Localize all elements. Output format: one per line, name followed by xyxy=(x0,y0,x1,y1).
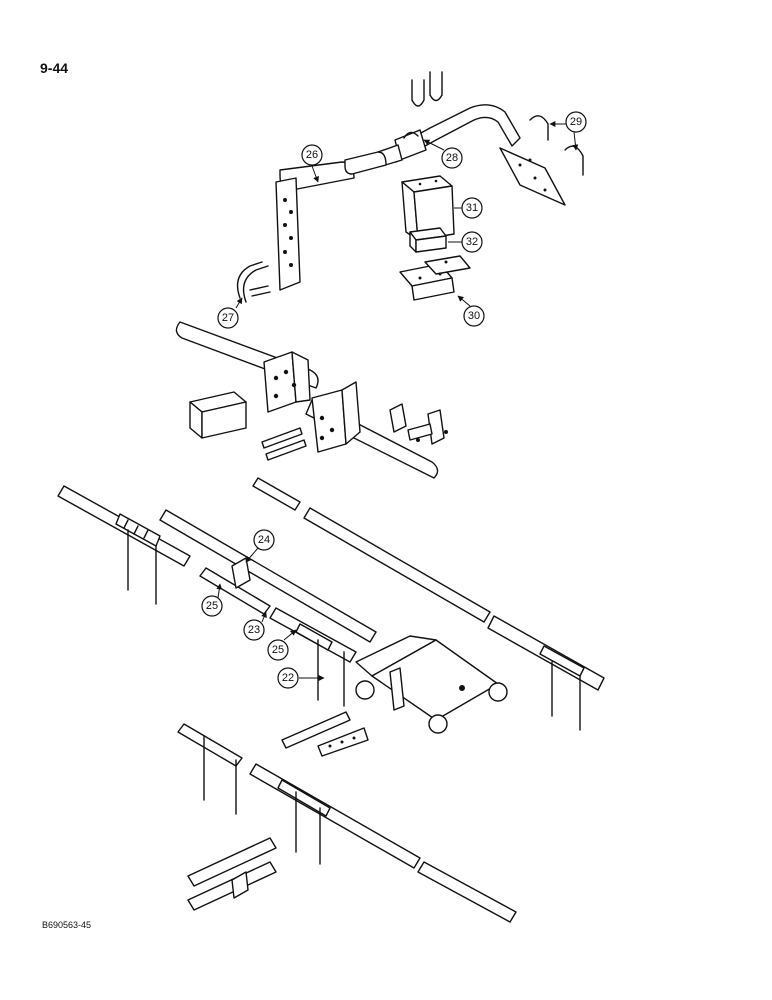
right-rockshaft xyxy=(487,615,605,731)
callout-31: 31 xyxy=(454,197,483,219)
svg-text:27: 27 xyxy=(222,312,234,324)
svg-text:25: 25 xyxy=(206,600,218,612)
svg-text:22: 22 xyxy=(282,672,294,684)
callout-30: 30 xyxy=(457,295,485,327)
callout-25-left: 25 xyxy=(201,583,223,617)
part-23-24-25-shaft xyxy=(199,557,357,707)
bottom-left-shaft xyxy=(177,723,243,815)
part-32-block xyxy=(409,227,447,253)
callout-25-right: 25 xyxy=(267,629,297,661)
short-rod xyxy=(252,477,301,511)
callout-28: 28 xyxy=(423,139,463,169)
svg-text:25: 25 xyxy=(272,644,284,656)
callout-32: 32 xyxy=(448,231,483,253)
callout-26: 26 xyxy=(301,144,323,183)
svg-text:28: 28 xyxy=(446,152,458,164)
callout-22: 22 xyxy=(277,667,325,689)
spacer-block xyxy=(189,391,247,439)
part-30-clamp-plates xyxy=(399,255,471,301)
left-rockshaft xyxy=(57,485,191,605)
long-bar-right xyxy=(303,507,491,623)
link-bars xyxy=(281,711,369,757)
bottom-plates xyxy=(187,837,277,911)
svg-text:32: 32 xyxy=(466,236,478,248)
bottom-long-shaft xyxy=(249,763,517,923)
svg-text:26: 26 xyxy=(306,149,318,161)
svg-text:31: 31 xyxy=(466,202,478,214)
svg-text:24: 24 xyxy=(258,534,270,546)
svg-text:30: 30 xyxy=(468,310,480,322)
part-26-arm xyxy=(236,151,387,303)
callout-24: 24 xyxy=(245,529,275,563)
center-frame-tube xyxy=(175,321,439,479)
callout-27: 27 xyxy=(217,297,243,329)
page-number: 9-44 xyxy=(40,60,69,76)
callout-23: 23 xyxy=(243,611,267,641)
document-code: B690563-45 xyxy=(42,920,92,930)
svg-text:23: 23 xyxy=(248,624,260,636)
part-31-bracket xyxy=(401,175,455,241)
hinge-brackets xyxy=(389,403,448,445)
bent-tube-assembly xyxy=(377,71,584,206)
pins-small xyxy=(261,427,307,461)
svg-text:29: 29 xyxy=(570,116,582,128)
center-yoke xyxy=(355,635,508,734)
long-bar-upper xyxy=(159,509,377,643)
callout-29: 29 xyxy=(549,111,587,151)
